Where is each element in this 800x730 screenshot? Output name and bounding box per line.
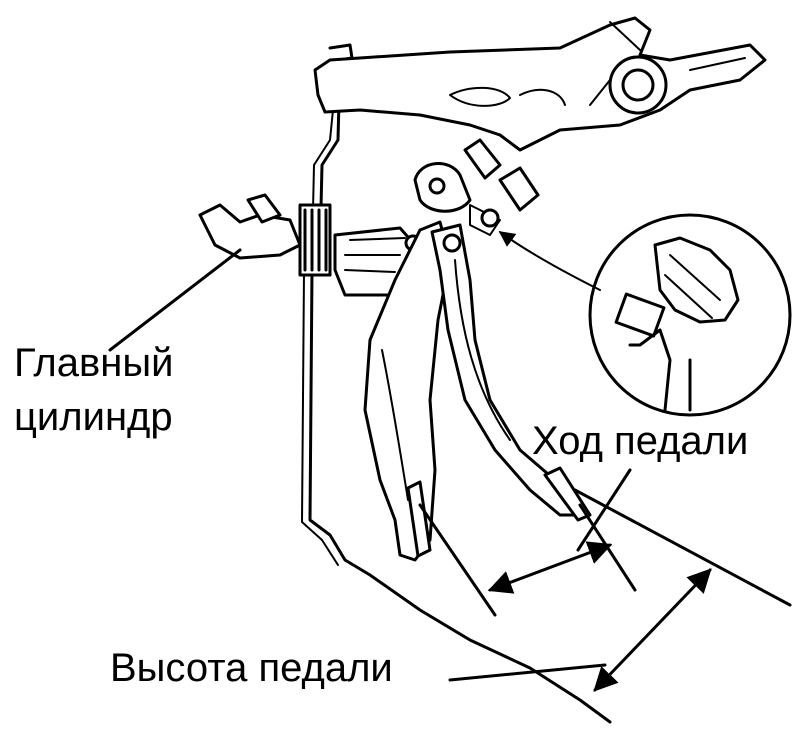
travel-dimension [487,468,632,594]
master-cylinder-label-line1: Главный [14,341,174,385]
detail-leader-line [498,231,601,291]
stop-switch [413,138,540,236]
master-cylinder-label-line2: цилиндр [14,395,173,439]
switch-detail-icon [588,213,792,417]
pedal-height-label: Высота педали [110,646,393,690]
firewall-panel [301,43,612,724]
master-cylinder-icon [198,193,422,297]
pedal-travel-label: Ход педали [532,419,749,463]
pedal-bracket [313,16,767,152]
right-pedal [430,223,592,522]
pedal-line-left [418,503,497,617]
left-pedal [363,220,452,562]
height-dimension [448,488,792,692]
master-cylinder-leader [108,248,242,352]
